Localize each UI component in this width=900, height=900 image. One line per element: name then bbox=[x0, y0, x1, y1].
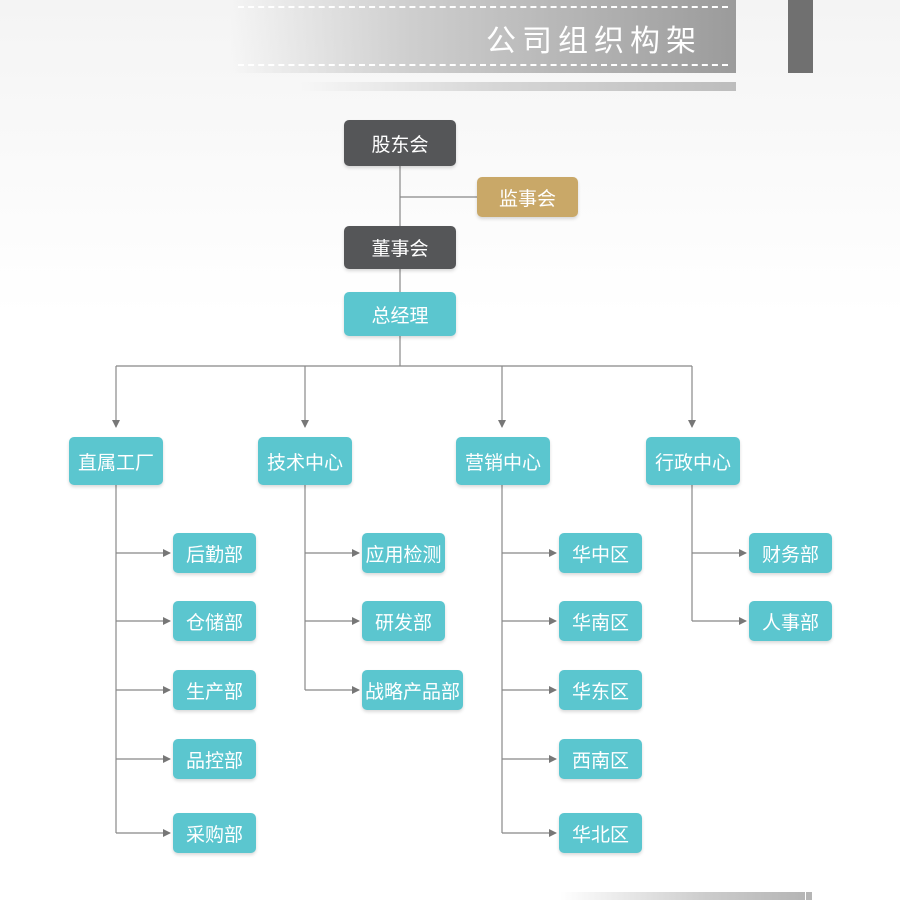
node-department: 西南区 bbox=[559, 739, 642, 779]
node-division: 营销中心 bbox=[456, 437, 550, 485]
node-department: 财务部 bbox=[749, 533, 832, 573]
node-department: 品控部 bbox=[173, 739, 256, 779]
footer-bar bbox=[560, 892, 805, 900]
node-department: 仓储部 bbox=[173, 601, 256, 641]
node-division: 技术中心 bbox=[258, 437, 352, 485]
node-department: 战略产品部 bbox=[362, 670, 463, 710]
node-department: 应用检测 bbox=[362, 533, 445, 573]
node-department: 生产部 bbox=[173, 670, 256, 710]
node-department: 华东区 bbox=[559, 670, 642, 710]
banner-dash-top bbox=[238, 6, 728, 8]
page-title: 公司组织构架 bbox=[486, 24, 702, 59]
node-shareholders: 股东会 bbox=[344, 120, 456, 166]
node-general-manager: 总经理 bbox=[344, 292, 456, 336]
banner-dash-bottom bbox=[238, 64, 728, 66]
node-division: 行政中心 bbox=[646, 437, 740, 485]
node-department: 采购部 bbox=[173, 813, 256, 853]
footer-bar-end bbox=[806, 892, 812, 900]
node-department: 华中区 bbox=[559, 533, 642, 573]
node-department: 人事部 bbox=[749, 601, 832, 641]
title-banner: 公司组织构架 bbox=[230, 0, 736, 73]
node-department: 华南区 bbox=[559, 601, 642, 641]
node-division: 直属工厂 bbox=[69, 437, 163, 485]
node-department: 后勤部 bbox=[173, 533, 256, 573]
title-underline bbox=[300, 82, 736, 91]
node-supervisors: 监事会 bbox=[477, 177, 578, 217]
node-department: 研发部 bbox=[362, 601, 445, 641]
node-board: 董事会 bbox=[344, 226, 456, 269]
node-department: 华北区 bbox=[559, 813, 642, 853]
corner-accent-bar bbox=[788, 0, 813, 73]
